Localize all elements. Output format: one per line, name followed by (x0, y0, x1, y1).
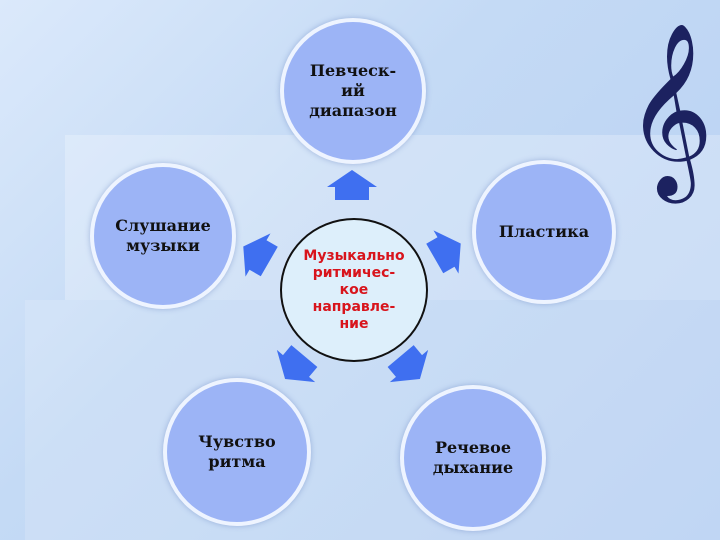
arrow-down-left (276, 345, 318, 383)
arrow-left (243, 233, 278, 277)
arrow-up (327, 170, 377, 200)
arrow-right (426, 230, 461, 274)
arrow-down-right (387, 345, 429, 383)
node-plastics: Пластика (472, 160, 616, 304)
treble-clef-icon: 𝄞 (625, 22, 714, 204)
